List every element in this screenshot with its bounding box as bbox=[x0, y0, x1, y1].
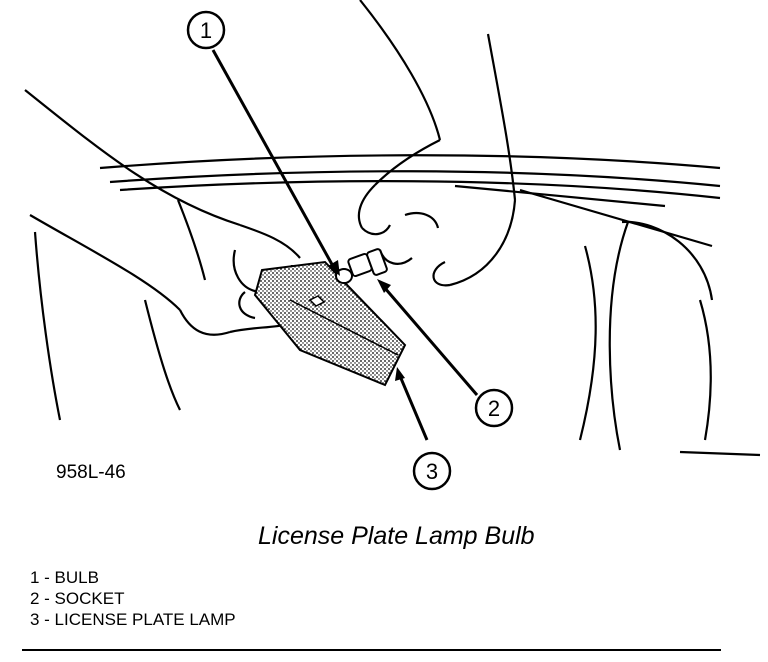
license-plate-lamp bbox=[253, 260, 407, 387]
legend-item-license-plate-lamp: 3 - LICENSE PLATE LAMP bbox=[30, 610, 236, 629]
leader-lines bbox=[211, 49, 479, 441]
arrowheads bbox=[328, 260, 405, 381]
callout-2-label: 2 bbox=[488, 396, 500, 421]
left-hand bbox=[24, 89, 311, 336]
callout-3-label: 3 bbox=[426, 459, 438, 484]
callout-1: 1 bbox=[186, 10, 226, 50]
figure-caption: License Plate Lamp Bulb bbox=[258, 522, 535, 550]
bulb-and-socket bbox=[335, 248, 388, 284]
legend-list: 1 - BULB 2 - SOCKET 3 - LICENSE PLATE LA… bbox=[30, 567, 236, 630]
callout-1-label: 1 bbox=[200, 18, 212, 43]
right-hand bbox=[357, 0, 517, 287]
figure-id: 958L-46 bbox=[56, 462, 126, 483]
bottom-rule bbox=[22, 649, 721, 651]
callout-3: 3 bbox=[412, 451, 452, 491]
callout-2: 2 bbox=[474, 388, 514, 428]
bumper-outline bbox=[33, 154, 761, 457]
legend-item-socket: 2 - SOCKET bbox=[30, 589, 125, 608]
legend-item-bulb: 1 - BULB bbox=[30, 568, 99, 587]
